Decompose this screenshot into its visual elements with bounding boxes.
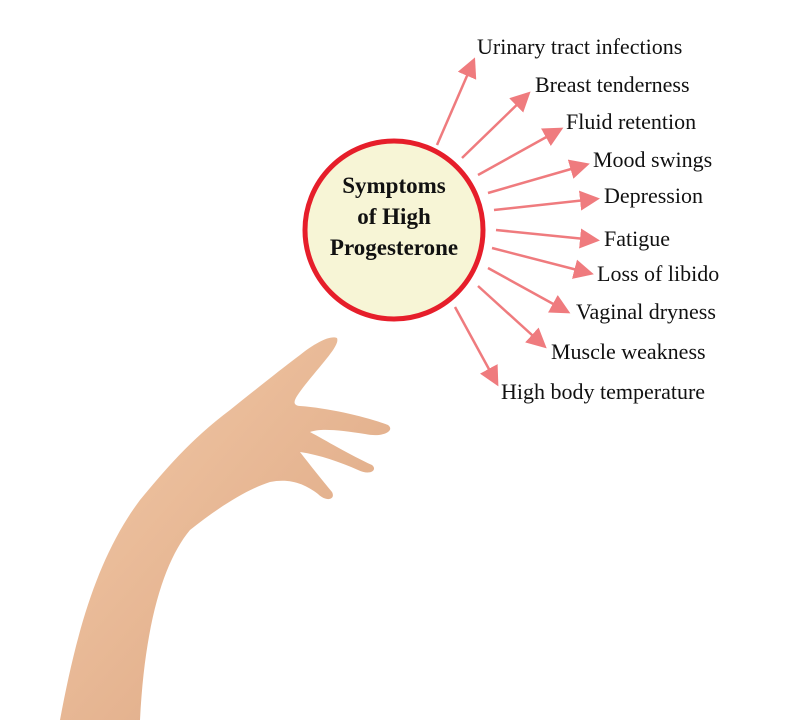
symptom-label: Mood swings xyxy=(593,147,713,172)
symptom-label: Depression xyxy=(604,183,703,208)
title-line: Symptoms xyxy=(342,173,446,198)
arrow xyxy=(495,228,600,249)
symptom-label: Breast tenderness xyxy=(535,72,690,97)
arrow xyxy=(491,246,594,279)
arrows xyxy=(435,57,600,387)
arrow xyxy=(493,190,600,212)
symptom-label: High body temperature xyxy=(501,379,706,404)
central-circle xyxy=(302,138,486,322)
central-title: Symptoms of High Progesterone xyxy=(303,170,485,263)
arrow xyxy=(477,127,564,177)
title-line: of High xyxy=(357,204,431,229)
symptom-label: Muscle weakness xyxy=(551,339,706,364)
symptom-label: Fluid retention xyxy=(566,109,697,134)
symptom-label: Fatigue xyxy=(604,226,670,251)
arrow xyxy=(461,91,531,159)
arrow xyxy=(487,159,590,195)
hand-image xyxy=(60,337,391,720)
arrow xyxy=(453,306,499,387)
arrow xyxy=(435,57,477,146)
symptom-label: Loss of libido xyxy=(597,261,720,286)
symptom-label: Urinary tract infections xyxy=(477,34,683,59)
symptom-label: Vaginal dryness xyxy=(576,299,716,324)
arrow xyxy=(487,266,571,314)
arrow xyxy=(477,285,547,349)
title-line: Progesterone xyxy=(329,235,459,260)
